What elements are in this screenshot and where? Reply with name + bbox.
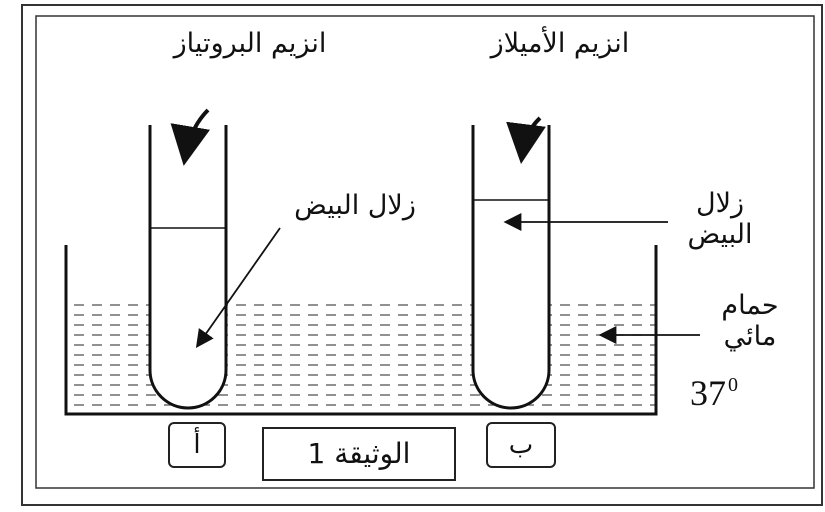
temperature-value: 37 — [690, 373, 726, 413]
bath-container — [64, 245, 658, 416]
arrow-enzyme-b — [506, 116, 546, 164]
bath-label: حمام مائي — [721, 290, 779, 353]
tube-a-content-label: زلال البيض — [294, 190, 416, 221]
tube-a-enzyme-label: انزيم البروتياز — [173, 28, 327, 59]
tube-b-enzyme-label: انزيم الأميلاز — [490, 28, 630, 59]
tube-a-tag: أ — [168, 422, 226, 468]
arrow-enzyme-a — [170, 108, 210, 166]
tube-b-fill — [473, 125, 549, 408]
tube-b — [471, 125, 551, 410]
arrow-content-a — [195, 227, 281, 348]
temperature-degree: 0 — [728, 374, 738, 396]
tube-b-content-label: زلال البيض — [687, 188, 753, 251]
tube-a-fill — [150, 125, 226, 408]
tube-b-tag: ب — [486, 422, 556, 468]
outer-frame — [21, 4, 823, 506]
document-caption: الوثيقة 1 — [262, 427, 456, 481]
tube-a — [148, 125, 228, 410]
inner-frame — [35, 15, 815, 489]
